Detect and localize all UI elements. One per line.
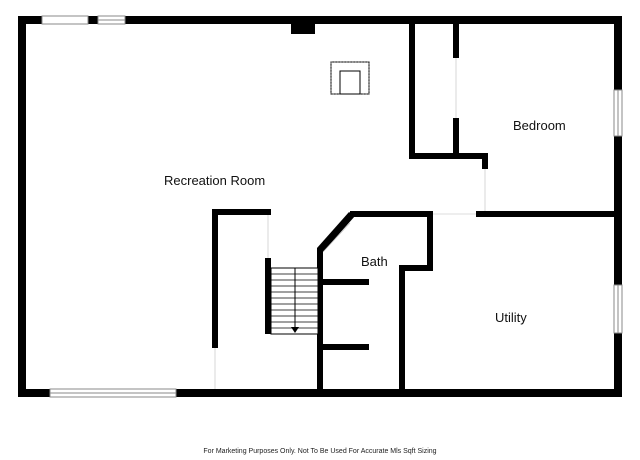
wall-left xyxy=(18,16,26,397)
room-label-recreation-room: Recreation Room xyxy=(164,173,266,188)
fireplace-icon xyxy=(330,61,370,95)
closet-wall-divider-bottom xyxy=(453,118,459,158)
bedroom-wall-stub xyxy=(482,153,488,169)
bath-wall-top xyxy=(350,211,433,217)
stair-wall-inner xyxy=(265,258,271,334)
windows xyxy=(41,15,623,398)
wall-top xyxy=(18,16,622,24)
disclaimer-text: For Marketing Purposes Only. Not To Be U… xyxy=(203,448,437,455)
closet-wall-divider-top xyxy=(453,24,459,58)
bath-wall-left xyxy=(317,248,323,393)
closet-wall-bottom xyxy=(409,153,488,159)
room-label-bedroom: Bedroom xyxy=(513,118,566,133)
interior-walls xyxy=(212,24,616,393)
bath-wall-right-lower xyxy=(399,265,405,393)
room-label-utility: Utility xyxy=(495,310,527,325)
room-label-bath: Bath xyxy=(361,254,388,269)
vent-block xyxy=(291,24,315,34)
bedroom-wall-bottom xyxy=(476,211,616,217)
window-top-left xyxy=(41,15,89,25)
bath-shelf-upper xyxy=(323,279,369,285)
bath-wall-diagonal xyxy=(317,212,355,252)
stair-wall-left xyxy=(212,209,218,348)
stair-wall-top xyxy=(212,209,271,215)
wall-right xyxy=(614,16,622,397)
bath-shelf-lower xyxy=(323,344,369,350)
bath-wall-notch xyxy=(399,265,433,271)
stairs-down-arrow-icon xyxy=(291,268,299,333)
bath-wall-right-upper xyxy=(427,211,433,271)
closet-wall-left xyxy=(409,24,415,158)
